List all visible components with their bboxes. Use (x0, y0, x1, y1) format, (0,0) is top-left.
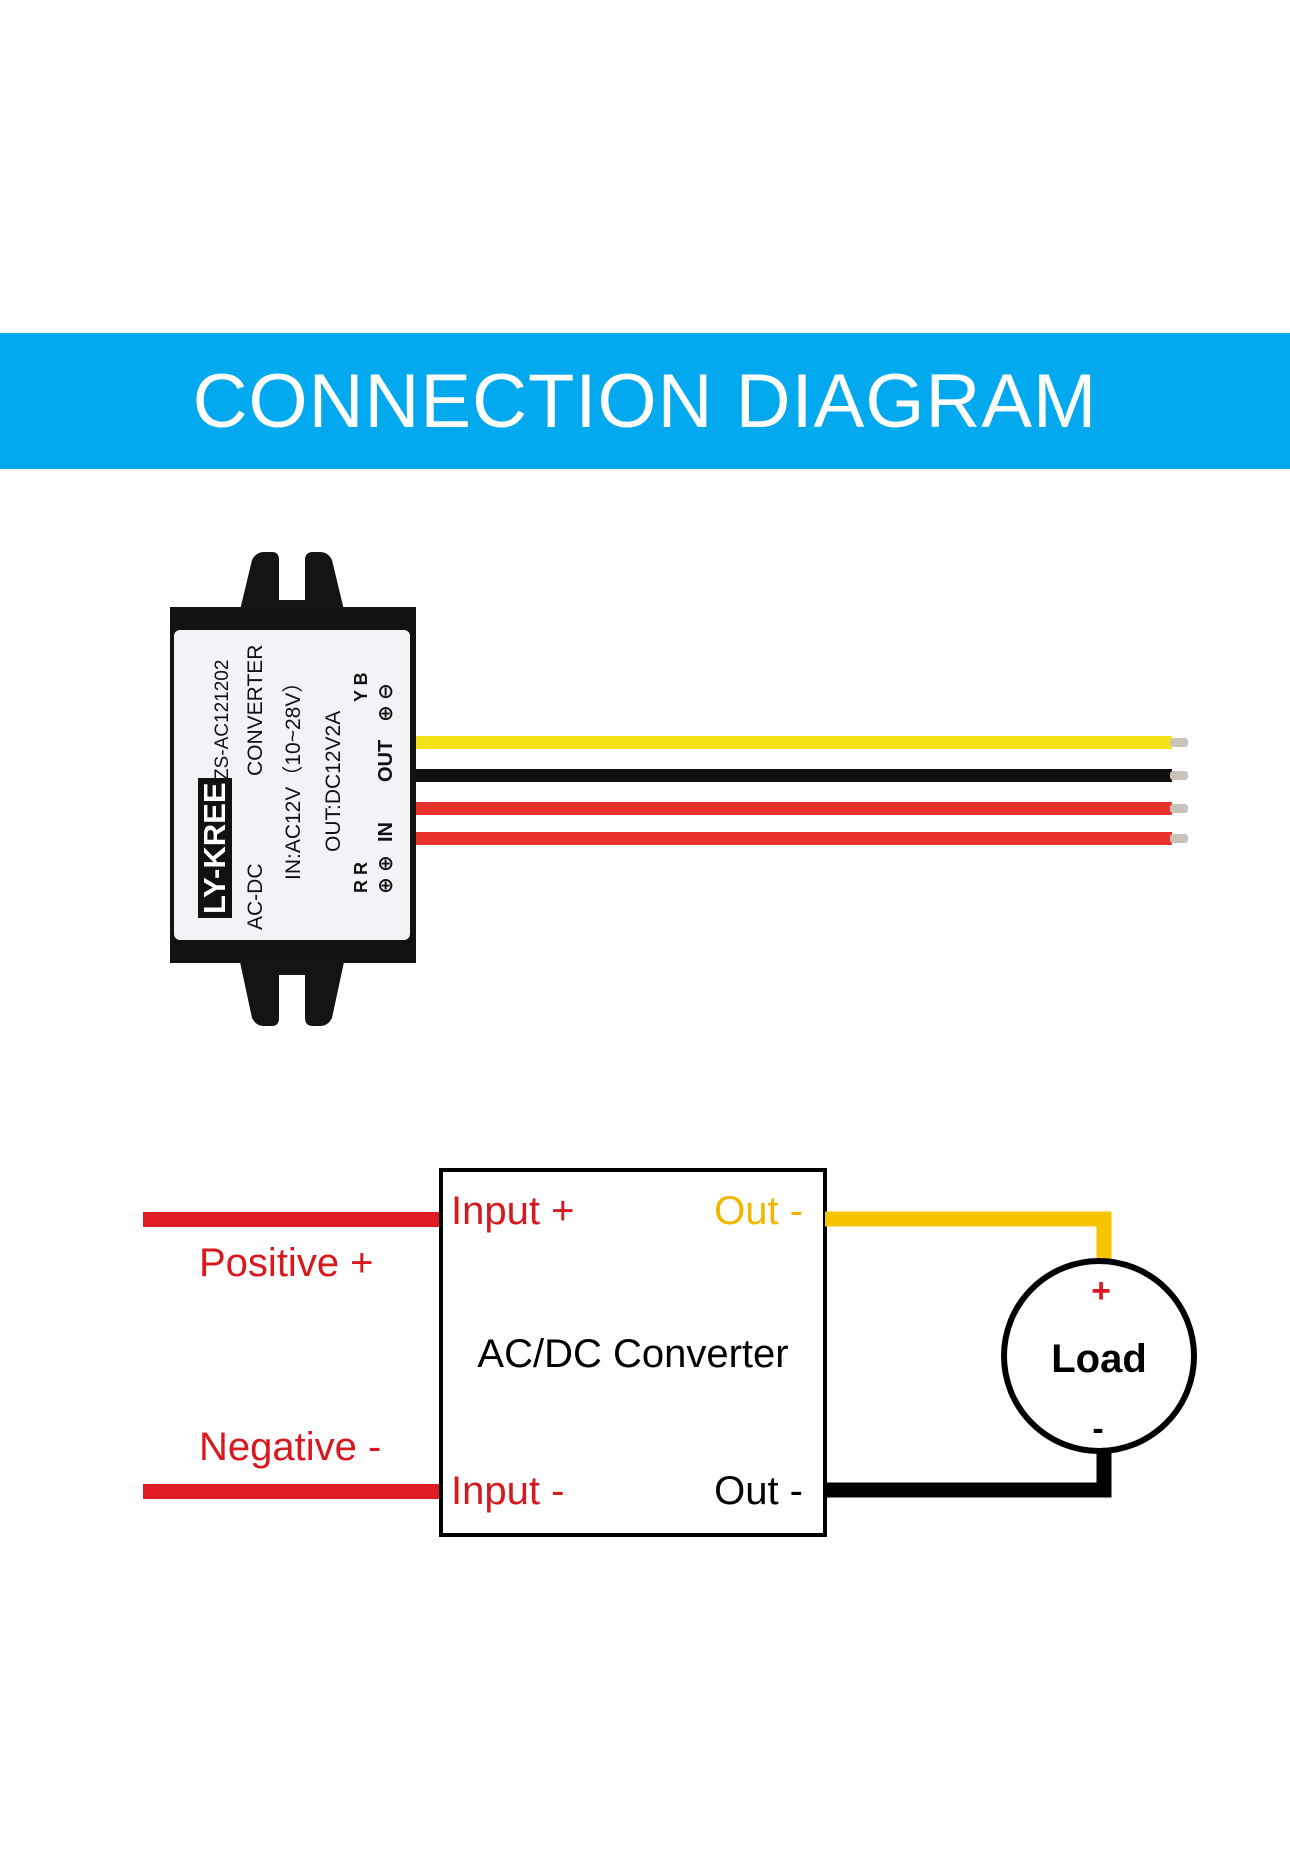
out-top-label: Out - (714, 1189, 803, 1233)
converter-module-photo: LY-KREE ZS-AC121202 AC-DC CONVERTER IN:A… (170, 552, 416, 1026)
mounting-ear-top (240, 552, 344, 618)
type-line-text: AC-DC (244, 864, 267, 931)
in-letters-text: R R (351, 862, 371, 893)
load-circle (1001, 1258, 1197, 1454)
wire-red-1 (416, 802, 1172, 815)
input-minus-label: Input - (451, 1469, 564, 1513)
out-minus-symbol: ⊖ (375, 683, 397, 700)
schematic: + Load - Input + Input - Out - Out - AC/… (143, 1168, 1197, 1537)
positive-wire (143, 1212, 441, 1227)
wire-yellow (416, 736, 1172, 749)
in-label-text: IN (375, 822, 397, 842)
negative-label: Negative - (199, 1425, 381, 1469)
load-label: Load (1051, 1337, 1147, 1381)
brand-block: LY-KREE (197, 778, 232, 918)
output-positive-wire (825, 1211, 1112, 1262)
in-plus-symbol-2: ⊕ (375, 855, 397, 872)
page-title: CONNECTION DIAGRAM (192, 358, 1098, 444)
out-letters-text: Y B (351, 672, 371, 702)
model-text: ZS-AC121202 (212, 660, 233, 780)
type-line2-text: CONVERTER (244, 645, 267, 776)
load-plus-label: + (1091, 1272, 1111, 1310)
converter-box (439, 1168, 827, 1537)
out-label-text: OUT (375, 740, 397, 782)
input-plus-label: Input + (451, 1189, 574, 1233)
wire-black (416, 769, 1172, 782)
title-banner: CONNECTION DIAGRAM (0, 333, 1290, 469)
in-plus-symbol: ⊕ (375, 877, 397, 894)
brand-text: LY-KREE (197, 782, 232, 914)
output-spec-text: OUT:DC12V2A (322, 711, 345, 852)
load-minus-label: - (1092, 1410, 1103, 1448)
mounting-ear-bottom (240, 962, 344, 1026)
wire-red-2 (416, 832, 1172, 845)
negative-wire (143, 1484, 441, 1499)
module-label-sticker (174, 630, 410, 940)
out-bottom-label: Out - (714, 1469, 803, 1513)
converter-label: AC/DC Converter (477, 1332, 788, 1376)
output-negative-wire (825, 1448, 1112, 1498)
input-spec-text: IN:AC12V（10~28V） (282, 672, 305, 880)
out-plus-symbol: ⊕ (375, 705, 397, 722)
positive-label: Positive + (199, 1241, 374, 1285)
module-wires (416, 736, 1188, 845)
